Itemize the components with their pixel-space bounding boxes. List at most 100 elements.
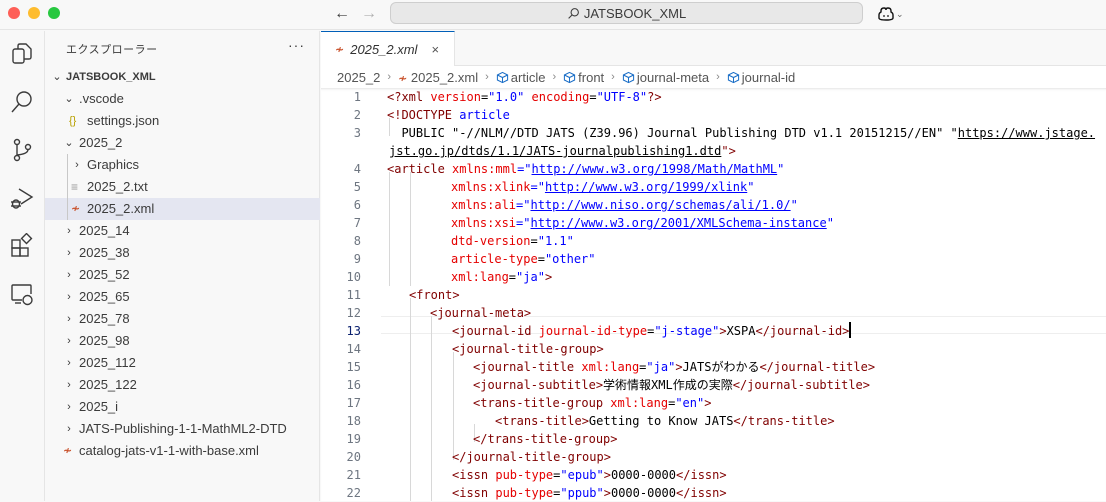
remote-explorer-icon[interactable] — [9, 281, 35, 307]
tree-item-2025-14[interactable]: › 2025_14 — [45, 220, 320, 242]
file-tree: ⌄ JATSBOOK_XML ⌄ .vscode {} settings.jso… — [45, 66, 320, 462]
chevron-right-icon: › — [67, 291, 71, 303]
run-debug-icon[interactable] — [9, 185, 35, 211]
text-file-icon: ≡ — [71, 180, 79, 194]
line-number: 11 — [346, 288, 361, 302]
line-number: 22 — [346, 486, 361, 500]
line-number: 10 — [346, 270, 361, 284]
minimize-window-button[interactable] — [28, 7, 40, 19]
tab-2025-2-xml[interactable]: ≁ 2025_2.xml × — [321, 31, 455, 66]
xml-file-icon: ≁ — [71, 203, 81, 215]
line-number: 21 — [346, 468, 361, 482]
chevron-right-icon: › — [75, 159, 79, 171]
line-number: 16 — [346, 378, 361, 392]
tree-item-2025-112[interactable]: › 2025_112 — [45, 352, 320, 374]
command-center-search[interactable]: JATSBOOK_XML — [390, 2, 863, 24]
code-line: <issn pub-type="epub">0000-0000</issn> — [452, 468, 727, 482]
chevron-right-icon: › — [552, 71, 557, 83]
maximize-window-button[interactable] — [48, 7, 60, 19]
tree-item-2025-i[interactable]: › 2025_i — [45, 396, 320, 418]
code-line-wrap: jst.go.jp/dtds/1.1/JATS-journalpublishin… — [389, 144, 736, 158]
code-line: <journal-subtitle>学術情報XML作成の実際</journal-… — [473, 378, 871, 392]
indent-guide — [431, 316, 432, 501]
xml-file-icon: ≁ — [398, 72, 408, 85]
tree-item-2025-65[interactable]: › 2025_65 — [45, 286, 320, 308]
tree-item-2025-2-xml[interactable]: ≁ 2025_2.xml — [45, 198, 320, 220]
search-icon[interactable] — [9, 89, 35, 115]
breadcrumb-file[interactable]: ≁ 2025_2.xml — [398, 69, 479, 85]
current-line-highlight — [381, 316, 1106, 334]
xml-file-icon: ≁ — [335, 43, 345, 56]
tree-item-jats-dtd[interactable]: › JATS-Publishing-1-1-MathML2-DTD — [45, 418, 320, 440]
command-center-label: JATSBOOK_XML — [583, 5, 687, 21]
chevron-down-icon: ⌄ — [64, 137, 74, 149]
line-number: 14 — [346, 342, 361, 356]
explorer-icon[interactable] — [9, 41, 35, 67]
code-line: </trans-title-group> — [473, 432, 618, 446]
chevron-right-icon: › — [67, 379, 71, 391]
code-editor[interactable]: 1 2 3 4 5 6 7 8 9 10 11 12 13 14 15 16 1… — [321, 88, 1106, 501]
chevron-right-icon: › — [67, 401, 71, 413]
tree-item-2025-2[interactable]: ⌄ 2025_2 — [45, 132, 320, 154]
tree-item-settings-json[interactable]: {} settings.json — [45, 110, 320, 132]
arrow-right-icon[interactable]: → — [361, 5, 377, 22]
code-line: xmlns:xlink="http://www.w3.org/1999/xlin… — [451, 180, 755, 194]
close-icon[interactable]: × — [431, 41, 440, 57]
code-line-active: <journal-id journal-id-type="j-stage">XS… — [452, 322, 852, 338]
text-cursor — [849, 322, 852, 338]
indent-guide — [474, 424, 475, 442]
code-line: <trans-title-group xml:lang="en"> — [473, 396, 712, 410]
tree-item-2025-38[interactable]: › 2025_38 — [45, 242, 320, 264]
close-window-button[interactable] — [8, 7, 20, 19]
indent-guide — [410, 298, 411, 501]
chevron-right-icon: › — [485, 71, 489, 83]
chevron-right-icon: › — [387, 71, 392, 83]
code-line: xmlns:ali="http://www.niso.org/schemas/a… — [451, 198, 798, 212]
tree-item-vscode[interactable]: ⌄ .vscode — [45, 88, 320, 110]
tab-bar: ≁ 2025_2.xml × — [321, 31, 1106, 66]
breadcrumb-front[interactable]: front — [563, 70, 604, 85]
code-line: xml:lang="ja"> — [451, 270, 553, 284]
line-number: 3 — [353, 126, 361, 140]
line-number: 1 — [353, 90, 361, 104]
code-line: <issn pub-type="ppub">0000-0000</issn> — [452, 486, 727, 500]
line-number: 6 — [353, 198, 361, 212]
json-file-icon: {} — [69, 115, 77, 127]
line-number: 19 — [346, 432, 361, 446]
extensions-icon[interactable] — [9, 232, 35, 259]
tree-item-graphics[interactable]: › Graphics — [45, 154, 320, 176]
editor-area: ≁ 2025_2.xml × 2025_2 › ≁ 2025_2.xml › a… — [321, 31, 1106, 501]
breadcrumb-journal-meta[interactable]: journal-meta — [622, 70, 709, 85]
arrow-left-icon[interactable]: ← — [334, 5, 350, 22]
xml-file-icon: ≁ — [63, 445, 73, 457]
explorer-sidebar: エクスプローラー ··· ⌄ JATSBOOK_XML ⌄ .vscode {}… — [45, 31, 320, 501]
code-line: article-type="other" — [451, 252, 596, 266]
tree-item-2025-98[interactable]: › 2025_98 — [45, 330, 320, 352]
copilot-icon — [878, 7, 894, 21]
code-line: xmlns:xsi="http://www.w3.org/2001/XMLSch… — [451, 216, 834, 230]
breadcrumb-folder[interactable]: 2025_2 — [337, 69, 381, 85]
more-actions-icon[interactable]: ··· — [288, 37, 305, 53]
breadcrumb-article[interactable]: article — [496, 70, 545, 85]
chevron-down-icon: ⌄ — [896, 8, 904, 19]
code-line: <?xml version="1.0" encoding="UTF-8"?> — [387, 90, 662, 104]
source-control-icon[interactable] — [9, 137, 35, 163]
copilot-button[interactable]: ⌄ — [878, 6, 904, 22]
tree-item-catalog-xml[interactable]: ≁ catalog-jats-v1-1-with-base.xml — [45, 440, 320, 462]
indent-guide — [410, 172, 411, 286]
tree-item-2025-52[interactable]: › 2025_52 — [45, 264, 320, 286]
chevron-right-icon: › — [67, 225, 71, 237]
line-number: 2 — [353, 108, 361, 122]
activity-bar — [0, 31, 45, 501]
line-number-active: 13 — [346, 324, 361, 338]
line-number: 17 — [346, 396, 361, 410]
code-line: <trans-title>Getting to Know JATS</trans… — [495, 414, 835, 428]
chevron-right-icon: › — [716, 71, 720, 83]
breadcrumb-journal-id[interactable]: journal-id — [727, 70, 795, 85]
tree-item-2025-78[interactable]: › 2025_78 — [45, 308, 320, 330]
code-line: <article xmlns:mml="http://www.w3.org/19… — [387, 162, 785, 176]
tree-item-2025-122[interactable]: › 2025_122 — [45, 374, 320, 396]
tree-item-2025-2-txt[interactable]: ≡ 2025_2.txt — [45, 176, 320, 198]
indent-guide — [389, 172, 390, 286]
workspace-root[interactable]: ⌄ JATSBOOK_XML — [45, 66, 320, 88]
